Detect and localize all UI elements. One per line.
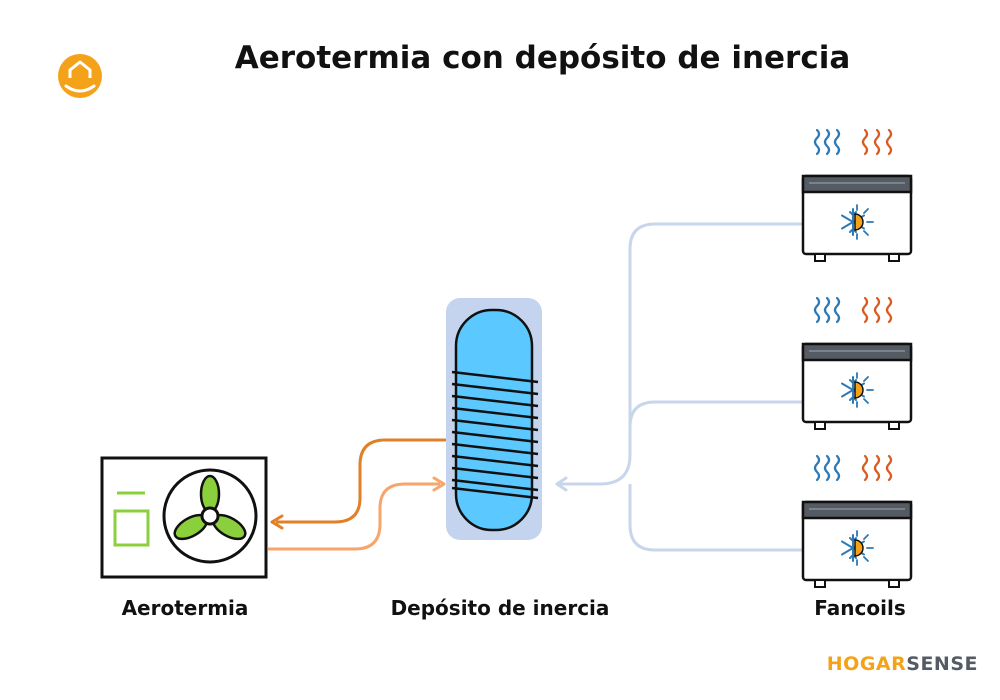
tank-label: Depósito de inercia [390,596,610,620]
fancoil-1 [801,128,913,263]
fancoils-label: Fancoils [814,596,906,620]
inertia-tank [446,298,542,540]
fancoil-3 [801,454,913,589]
brand-part-1: HOGAR [826,653,907,675]
supply-pipe [276,438,446,524]
heat-exchanger-coil [451,370,539,500]
fan-icon [162,468,258,564]
home-logo-icon [58,54,102,98]
fancoil-circuit-pipes [560,222,806,552]
page-title: Aerotermia con depósito de inercia [234,40,851,76]
circuit-arrowhead [555,476,568,492]
brand-part-2: SENSE [906,653,978,675]
heat-pump-label: Aerotermia [121,596,249,620]
supply-arrowhead [270,514,284,530]
return-arrowhead [432,476,446,492]
return-pipe [268,482,440,551]
brand-logo: HOGARSENSE [827,653,978,675]
control-panel [113,509,150,547]
fancoil-2 [801,296,913,431]
heat-pump-unit [100,456,268,579]
